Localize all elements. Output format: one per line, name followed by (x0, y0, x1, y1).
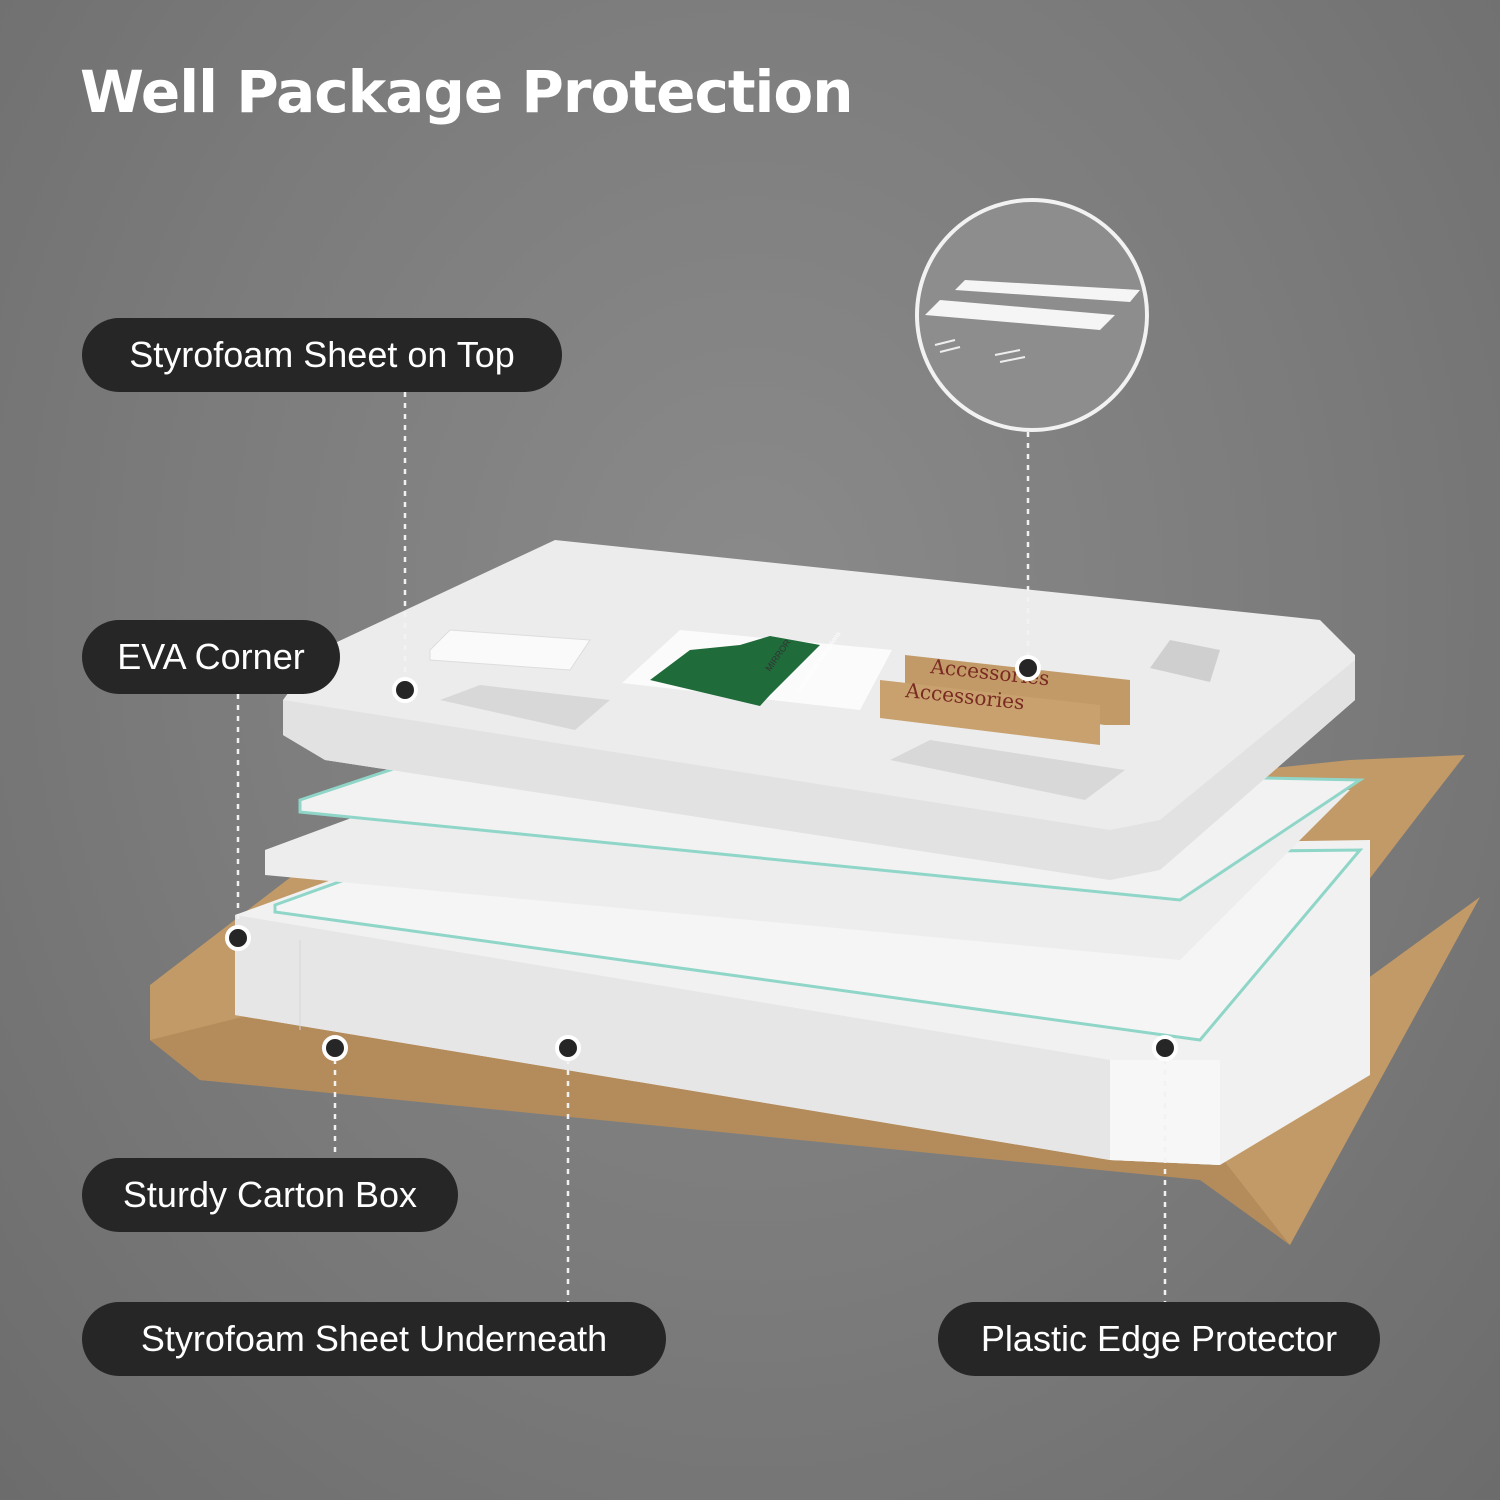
marker-dot-eva-corner (225, 925, 251, 951)
marker-dot-accessories (1015, 655, 1041, 681)
label-plastic-edge-protector: Plastic Edge Protector (938, 1302, 1380, 1376)
marker-dot-styrofoam-under (555, 1035, 581, 1061)
label-eva-corner: EVA Corner (82, 620, 340, 694)
label-styrofoam-underneath: Styrofoam Sheet Underneath (82, 1302, 666, 1376)
marker-dot-carton (322, 1035, 348, 1061)
marker-dot-edge-protector (1152, 1035, 1178, 1061)
marker-dot-styrofoam-top (392, 677, 418, 703)
hardware-callout (915, 198, 1149, 432)
label-carton-box: Sturdy Carton Box (82, 1158, 458, 1232)
page-title: Well Package Protection (80, 58, 854, 126)
label-styrofoam-top: Styrofoam Sheet on Top (82, 318, 562, 392)
marker-dots (225, 655, 1178, 1061)
leader-lines (236, 392, 1167, 1302)
